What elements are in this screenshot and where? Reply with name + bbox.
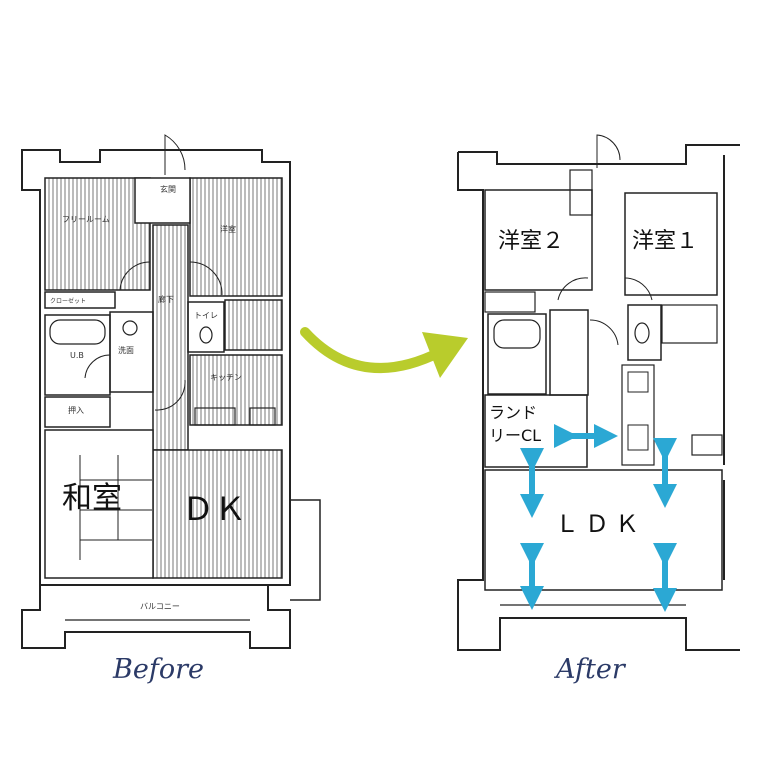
before-corridor bbox=[152, 224, 189, 451]
before-caption: Before bbox=[113, 654, 204, 685]
before-western-room bbox=[189, 177, 283, 297]
label-entrance: 玄関 bbox=[160, 184, 176, 194]
before-room-labels: フリールーム 洋室 玄関 廊下 トイレ クローゼット U.B 洗面 押入 キッチ… bbox=[50, 184, 246, 611]
label-laundry-2: リーCL bbox=[489, 426, 541, 445]
after-western-room-2 bbox=[484, 189, 593, 291]
after-western-room-1 bbox=[624, 192, 718, 296]
label-washroom: 洗面 bbox=[118, 345, 134, 355]
label-ldk: ＬＤＫ bbox=[555, 510, 645, 538]
transition-arrow bbox=[300, 327, 468, 378]
before-kitchen bbox=[189, 354, 283, 426]
label-closet: クローゼット bbox=[50, 297, 86, 305]
label-kitchen: キッチン bbox=[210, 373, 242, 382]
label-toilet: トイレ bbox=[194, 311, 218, 320]
label-corridor: 廊下 bbox=[158, 294, 174, 304]
after-caption: After bbox=[556, 654, 625, 685]
after-floor-plan bbox=[457, 134, 740, 651]
label-oshiire: 押入 bbox=[68, 405, 84, 415]
after-room-labels: 洋室２ 洋室１ ランド リーCL ＬＤＫ bbox=[489, 229, 698, 538]
before-dk bbox=[152, 449, 283, 579]
label-western-room-1: 洋室１ bbox=[632, 229, 698, 254]
label-laundry-1: ランド bbox=[489, 403, 537, 422]
after-ldk bbox=[484, 469, 723, 591]
flow-arrows bbox=[520, 424, 677, 612]
before-japanese-room bbox=[44, 429, 154, 579]
label-free-room: フリールーム bbox=[62, 215, 110, 224]
label-bath: U.B bbox=[70, 351, 84, 360]
before-free-room bbox=[44, 177, 151, 291]
before-floor-plan bbox=[21, 134, 321, 649]
label-dk: ＤＫ bbox=[182, 490, 246, 528]
label-western-room-2: 洋室２ bbox=[498, 229, 564, 254]
label-japanese-room: 和室 bbox=[62, 481, 122, 516]
label-western-room: 洋室 bbox=[220, 224, 236, 234]
label-balcony: バルコニー bbox=[140, 602, 180, 611]
